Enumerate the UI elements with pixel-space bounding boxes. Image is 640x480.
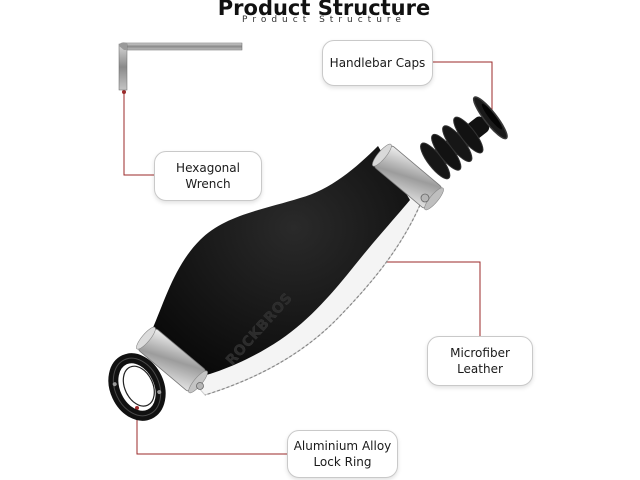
leader-line-lock-ring — [136, 408, 287, 455]
label-handlebar-caps: Handlebar Caps — [322, 40, 433, 86]
grip-top-bolt — [420, 193, 430, 203]
label-lock-ring: Aluminium Alloy Lock Ring — [287, 430, 398, 478]
leader-line-handlebar-caps — [433, 61, 493, 123]
handlebar-cap-illustration — [420, 96, 508, 180]
grip-bottom-bolt — [196, 382, 204, 390]
grip-bottom-collar — [136, 326, 208, 394]
grip-top-collar — [372, 143, 444, 211]
label-hex-wrench-line1: Hexagonal — [176, 161, 240, 175]
label-lock-ring-line1: Aluminium Alloy — [293, 439, 392, 453]
page-subtitle: Product Structure — [242, 15, 406, 25]
label-hex-wrench: Hexagonal Wrench — [154, 151, 262, 201]
label-microfiber-line2: Leather — [457, 362, 503, 376]
leader-line-hex-wrench — [123, 93, 154, 176]
label-microfiber-line1: Microfiber — [450, 346, 510, 360]
label-lock-ring-line2: Lock Ring — [313, 455, 372, 469]
label-handlebar-caps-text: Handlebar Caps — [329, 56, 426, 70]
label-microfiber-leather: Microfiber Leather — [427, 336, 533, 386]
label-hex-wrench-line2: Wrench — [185, 177, 231, 191]
grip-illustration: ROCKBROS — [136, 143, 444, 396]
lock-ring-illustration — [108, 353, 166, 421]
hex-wrench-illustration — [118, 42, 243, 91]
page-title: Product Structure — [217, 0, 431, 20]
